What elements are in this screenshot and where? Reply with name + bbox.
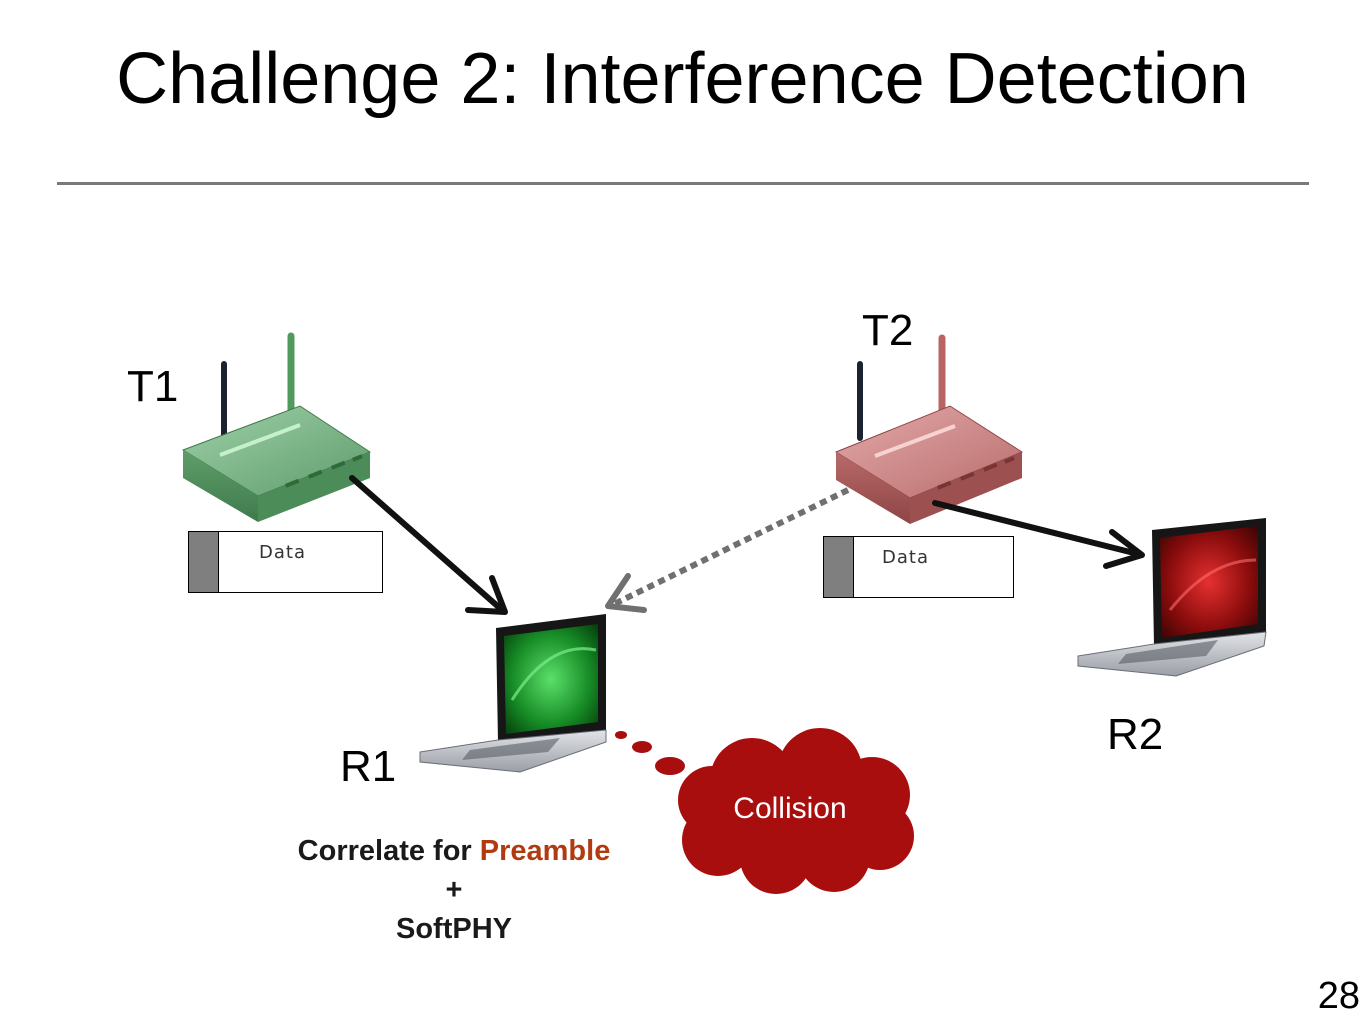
t2-to-r2-arrow bbox=[932, 500, 1145, 569]
caption-highlight: Preamble bbox=[479, 835, 611, 867]
slide-title: Challenge 2: Interference Detection bbox=[116, 39, 1249, 119]
r1-label: R1 bbox=[340, 742, 397, 791]
caption-line-1: Correlate for Preamble bbox=[254, 832, 654, 871]
title-divider bbox=[57, 182, 1309, 185]
t1-data-packet: Data bbox=[188, 531, 383, 593]
collision-cloud bbox=[678, 728, 914, 894]
t1-packet-preamble bbox=[189, 532, 219, 592]
t2-packet-label: Data bbox=[882, 547, 929, 568]
r2-label: R2 bbox=[1107, 710, 1164, 759]
detection-caption: Correlate for Preamble + SoftPHY bbox=[254, 832, 654, 949]
t1-label: T1 bbox=[127, 362, 179, 411]
page-number: 28 bbox=[1317, 975, 1360, 1017]
t2-label: T2 bbox=[862, 306, 914, 355]
r2-laptop-icon bbox=[1077, 518, 1267, 677]
caption-prefix: Correlate for bbox=[297, 835, 480, 867]
t1-router-icon bbox=[181, 332, 372, 522]
t2-packet-preamble bbox=[824, 537, 854, 597]
t2-data-packet: Data bbox=[823, 536, 1014, 598]
caption-plus: + bbox=[445, 874, 463, 906]
interference-arrow bbox=[605, 487, 850, 613]
collision-label: Collision bbox=[733, 792, 847, 825]
t2-router-icon bbox=[834, 334, 1024, 524]
r1-laptop-icon bbox=[419, 614, 607, 773]
thought-bubble-dots bbox=[615, 731, 685, 775]
t1-packet-label: Data bbox=[259, 542, 306, 563]
t1-to-r1-arrow bbox=[349, 475, 508, 615]
caption-line-3: SoftPHY bbox=[396, 913, 512, 945]
